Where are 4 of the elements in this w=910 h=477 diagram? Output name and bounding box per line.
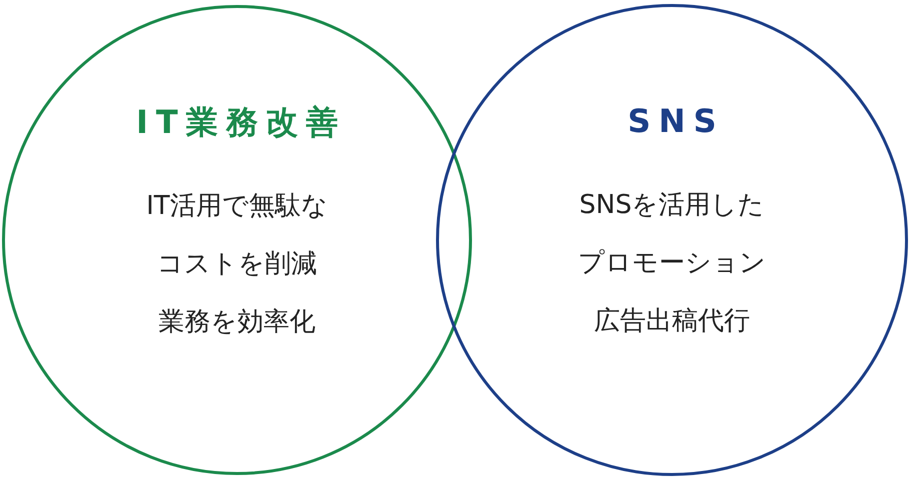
circle-heading: IT業務改善 xyxy=(135,103,346,142)
circle-heading: SNS xyxy=(626,102,724,140)
description-text: SNSを活用したプロモーション広告出稿代行 xyxy=(576,189,767,338)
description-text: IT活用で無駄なコストを削減業務を効率化 xyxy=(145,190,329,340)
